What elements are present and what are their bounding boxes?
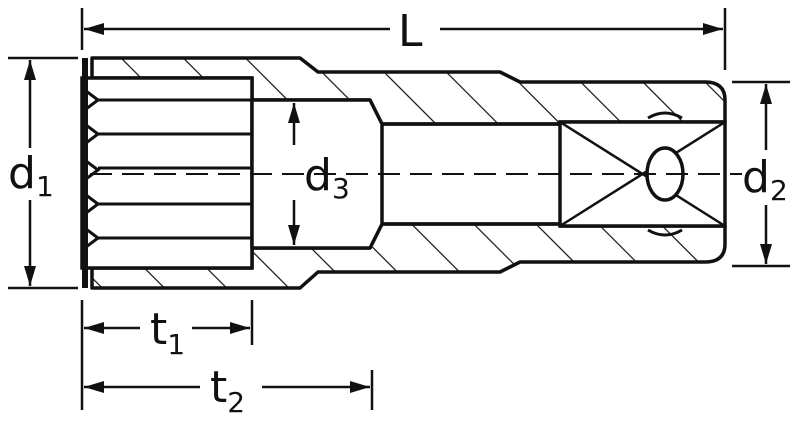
label-t1-sub: 1	[167, 328, 185, 361]
label-d2-main: d	[742, 152, 770, 203]
label-d2-sub: 2	[770, 174, 788, 207]
label-d1-main: d	[8, 148, 36, 199]
label-d1-sub: 1	[36, 170, 54, 203]
svg-text:t1: t1	[150, 304, 185, 361]
label-t2-main: t	[210, 362, 227, 413]
dimension-L: L	[84, 6, 723, 57]
bore-point-lines	[98, 98, 252, 240]
label-d3-main: d	[304, 150, 332, 201]
dimension-d3: d3	[288, 103, 350, 245]
dimension-d1: d1	[8, 60, 54, 286]
dimension-t1: t1	[84, 304, 250, 361]
extension-lines	[8, 8, 790, 410]
label-L: L	[398, 6, 423, 57]
label-d3-sub: 3	[332, 172, 350, 205]
label-t2-sub: 2	[227, 386, 245, 419]
svg-text:t2: t2	[210, 362, 245, 419]
svg-text:d3: d3	[304, 150, 350, 205]
svg-text:d2: d2	[742, 152, 788, 207]
dimension-t2: t2	[84, 362, 370, 419]
label-t1-main: t	[150, 304, 167, 355]
socket-body	[80, 56, 727, 290]
dimension-d2: d2	[742, 84, 788, 264]
svg-text:d1: d1	[8, 148, 54, 203]
